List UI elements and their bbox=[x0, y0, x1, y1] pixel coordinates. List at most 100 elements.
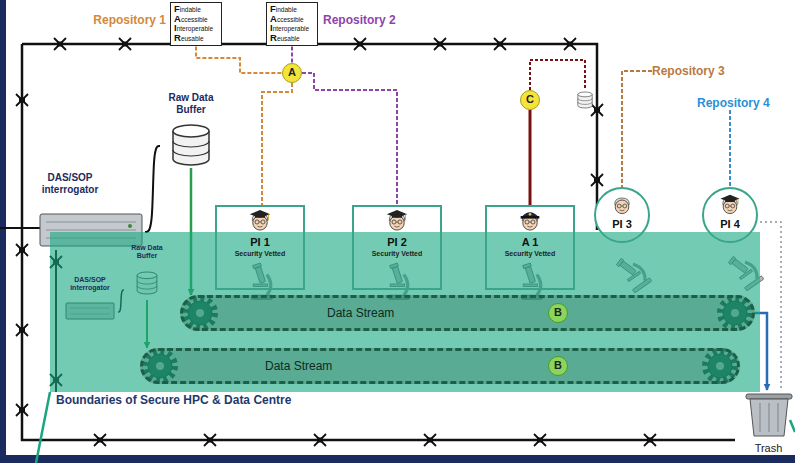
barbed-wire bbox=[16, 404, 28, 416]
node-heading: PI 2 bbox=[354, 236, 440, 249]
node-text: Reusable bbox=[174, 34, 218, 44]
node-heading: A bbox=[283, 64, 301, 81]
node-heading: C bbox=[521, 91, 539, 108]
connector bbox=[145, 146, 160, 232]
trash-can bbox=[746, 394, 792, 399]
stream-marker: B bbox=[548, 356, 568, 376]
node-heading: PI 3 bbox=[596, 218, 648, 231]
node-heading: Data Stream bbox=[327, 306, 394, 320]
barbed-wire bbox=[644, 434, 656, 446]
node-text: Accessible bbox=[270, 15, 314, 25]
connector bbox=[529, 110, 532, 205]
researcher-box: PI 2Security Vetted bbox=[352, 205, 442, 290]
trash-can bbox=[746, 394, 792, 436]
leader-line bbox=[530, 60, 585, 90]
barbed-wire bbox=[534, 434, 546, 446]
connector bbox=[622, 71, 652, 187]
barbed-wire bbox=[591, 104, 603, 116]
node-heading: B bbox=[549, 304, 567, 321]
leader-line bbox=[790, 420, 795, 432]
person-icon bbox=[615, 198, 630, 214]
person-icon bbox=[521, 212, 540, 230]
connector bbox=[302, 73, 397, 205]
barbed-wire bbox=[204, 434, 216, 446]
canvas-ground bbox=[6, 0, 795, 455]
leader-line bbox=[760, 222, 781, 388]
barbed-wire bbox=[54, 38, 66, 50]
device-label: DAS/SOP interrogator bbox=[62, 276, 118, 326]
node-heading: Raw Data Buffer bbox=[124, 244, 170, 260]
interrogator-device bbox=[0, 227, 40, 229]
junction-circle: C bbox=[520, 90, 540, 110]
fair-badge: Repository 2FindableAccessibleInteropera… bbox=[266, 2, 318, 46]
node-heading: Repository 1 bbox=[93, 13, 166, 27]
barbed-wire bbox=[314, 434, 326, 446]
device-label: Raw Data Buffer bbox=[160, 92, 222, 168]
fair-badge: Repository 1FindableAccessibleInteropera… bbox=[170, 2, 222, 46]
leader-line bbox=[36, 60, 795, 463]
trash-can bbox=[750, 399, 788, 436]
node-heading: Boundaries of Secure HPC & Data Centre bbox=[56, 393, 291, 407]
trash-bin: Trash bbox=[742, 390, 795, 456]
researcher-circle: PI 4 bbox=[702, 187, 758, 243]
connector bbox=[291, 46, 293, 63]
node-heading: Raw Data Buffer bbox=[160, 92, 222, 116]
node-heading: A 1 bbox=[487, 236, 573, 249]
barbed-wire bbox=[564, 38, 576, 50]
barbed-wire bbox=[354, 38, 366, 50]
barbed-wire bbox=[16, 324, 28, 336]
barbed-wire bbox=[494, 38, 506, 50]
repository-label: Repository 3 bbox=[652, 64, 725, 78]
person-icon bbox=[720, 195, 739, 205]
connector bbox=[729, 110, 731, 187]
researcher-box: A 1Security Vetted bbox=[485, 205, 575, 290]
leader-line bbox=[36, 392, 50, 463]
buffer-store bbox=[173, 125, 209, 165]
buffer-store bbox=[578, 92, 592, 108]
person-icon bbox=[387, 210, 407, 230]
person-icon bbox=[250, 195, 740, 230]
device-label: DAS/SOP interrogator bbox=[22, 172, 145, 248]
node-heading: Repository 4 bbox=[697, 96, 770, 110]
node-text: Reusable bbox=[270, 34, 314, 44]
device-label: Raw Data Buffer bbox=[124, 244, 170, 300]
person-icon bbox=[250, 210, 270, 230]
person-icon bbox=[521, 212, 540, 218]
connector bbox=[262, 83, 292, 205]
node-heading: Trash bbox=[753, 442, 785, 455]
node-heading: B bbox=[549, 357, 567, 374]
barbed-wire bbox=[434, 38, 446, 50]
barbed-wire bbox=[424, 434, 436, 446]
person-icon bbox=[615, 198, 630, 214]
node-heading: Data Stream bbox=[265, 359, 332, 373]
node-text: Security Vetted bbox=[354, 249, 440, 258]
conveyor-belt: Data Stream B bbox=[140, 348, 740, 384]
stream-marker: B bbox=[548, 303, 568, 323]
node-heading: DAS/SOP interrogator bbox=[30, 172, 110, 196]
person-icon bbox=[250, 210, 270, 220]
trash-can bbox=[760, 403, 778, 432]
interrogator-device bbox=[128, 224, 132, 228]
barbed-wire bbox=[16, 94, 28, 106]
node-text: Security Vetted bbox=[487, 249, 573, 258]
person-icon bbox=[720, 195, 739, 214]
junction-circle: A bbox=[282, 63, 302, 83]
buffer-store bbox=[578, 92, 592, 108]
node-heading: PI 4 bbox=[704, 218, 756, 231]
conveyor-belt: Data Stream B bbox=[180, 295, 755, 331]
barbed-wire bbox=[591, 174, 603, 186]
connector bbox=[196, 46, 282, 73]
barbed-wire bbox=[94, 434, 106, 446]
researcher-box: PI 1Security Vetted bbox=[215, 205, 305, 290]
barbed-wire bbox=[16, 244, 28, 256]
node-text: Security Vetted bbox=[217, 249, 303, 258]
person-icon bbox=[387, 210, 407, 220]
researcher-circle: PI 3 bbox=[594, 187, 650, 243]
barbed-wire bbox=[119, 38, 131, 50]
node-heading: DAS/SOP interrogator bbox=[62, 276, 118, 292]
node-heading: Repository 2 bbox=[323, 13, 396, 27]
repository-label: Repository 4 bbox=[697, 96, 770, 110]
node-heading: Repository 3 bbox=[652, 64, 725, 78]
node-text: Accessible bbox=[174, 15, 218, 25]
